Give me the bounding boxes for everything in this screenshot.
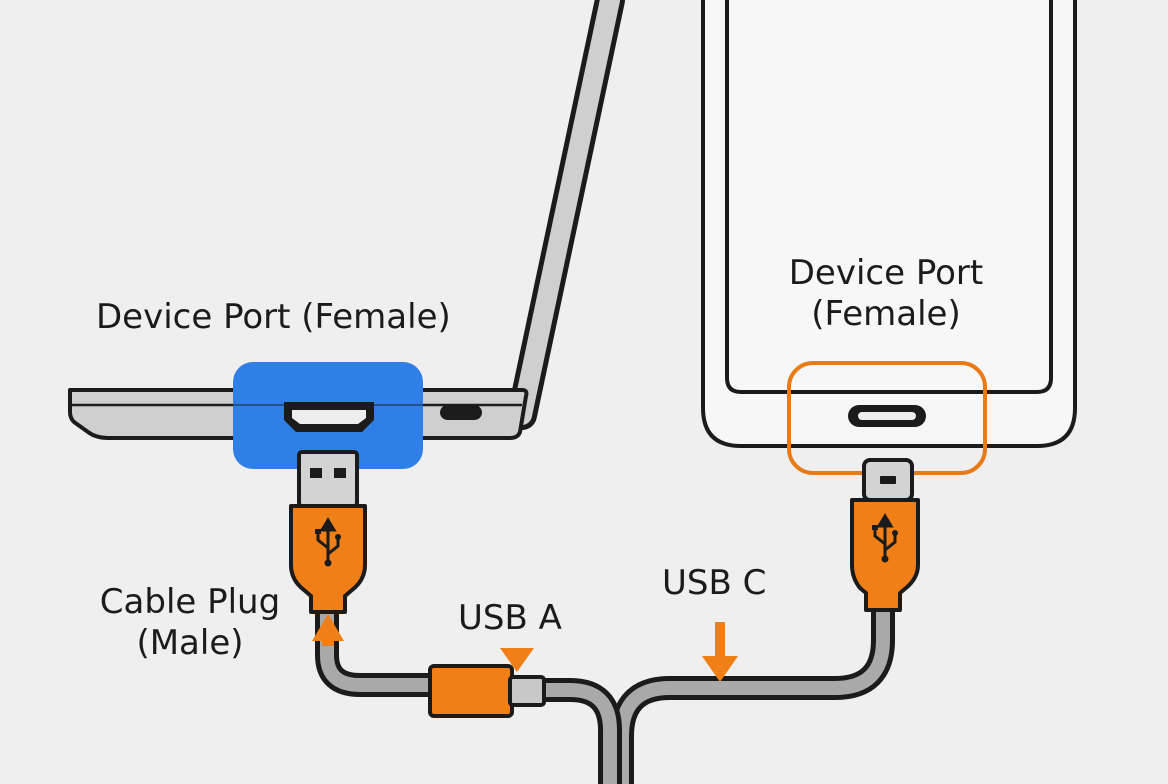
usb-trident-icon xyxy=(315,517,341,567)
laptop-side-slot xyxy=(440,405,482,420)
phone-port xyxy=(848,405,926,427)
cable-plug-label-line1: Cable Plug xyxy=(99,582,281,622)
inline-connector xyxy=(428,664,546,718)
cable-plug-label: Cable Plug (Male) xyxy=(84,582,296,664)
usb-c-plug xyxy=(850,458,920,612)
usb-a-plug xyxy=(289,450,367,614)
usb-c-label: USB C xyxy=(662,563,767,603)
usb-a-arrow-icon xyxy=(500,648,534,672)
usb-c-arrow-icon xyxy=(702,622,738,682)
phone-port-label-line1: Device Port xyxy=(788,253,984,293)
phone-port-label: Device Port (Female) xyxy=(760,253,1012,335)
cable xyxy=(315,600,895,784)
usb-a-label: USB A xyxy=(458,598,562,638)
laptop-port xyxy=(284,402,374,432)
usb-trident-icon xyxy=(872,513,898,563)
phone-port-label-line2: (Female) xyxy=(811,293,961,334)
phone-body xyxy=(701,0,1077,448)
cable-plug-arrow-icon xyxy=(312,614,344,646)
laptop-port-label: Device Port (Female) xyxy=(96,297,451,337)
laptop-screen xyxy=(507,0,625,430)
cable-plug-label-line2: (Male) xyxy=(136,622,244,663)
